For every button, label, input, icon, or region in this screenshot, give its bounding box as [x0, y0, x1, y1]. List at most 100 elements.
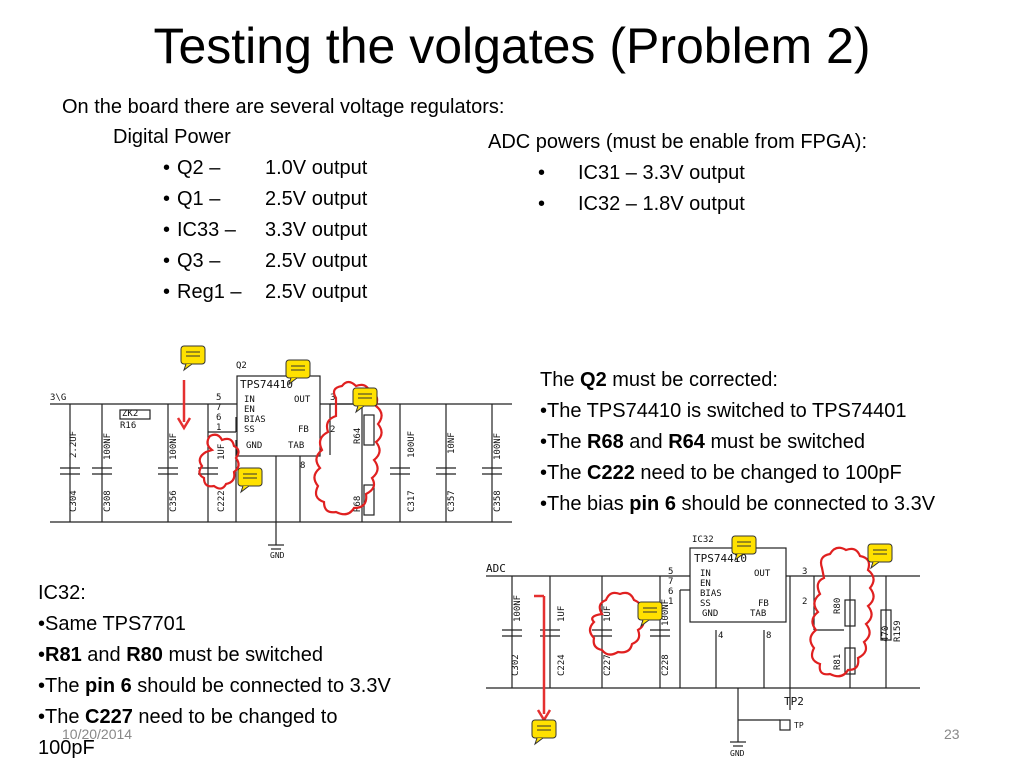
svg-text:7: 7	[216, 403, 221, 413]
svg-text:R16: R16	[120, 421, 136, 431]
svg-text:2: 2	[802, 597, 807, 607]
comment-note-icon[interactable]	[285, 359, 311, 386]
svg-text:TAB: TAB	[750, 609, 766, 619]
list-item: •IC33 –3.3V output	[163, 215, 367, 246]
svg-text:C308: C308	[103, 490, 113, 512]
svg-text:5: 5	[668, 567, 673, 577]
regulator-name: Q2 –	[177, 157, 221, 179]
svg-text:100NF: 100NF	[513, 595, 523, 622]
adc-heading: ADC powers (must be enable from FPGA):	[488, 131, 868, 153]
chip-ref: IC32	[692, 535, 714, 545]
q2-note-line: •The bias pin 6 should be connected to 3…	[540, 493, 936, 515]
comment-note-icon[interactable]	[237, 467, 263, 494]
svg-text:4: 4	[718, 631, 723, 641]
svg-text:OUT: OUT	[754, 569, 771, 579]
digital-power-heading: Digital Power	[113, 126, 231, 148]
comment-note-icon[interactable]	[731, 535, 757, 562]
comment-note-icon[interactable]	[637, 601, 663, 628]
schematic-net-label: 3\G	[50, 393, 66, 403]
digital-power-list: •Q2 –1.0V output •Q1 –2.5V output •IC33 …	[163, 153, 367, 308]
list-item: •Q1 –2.5V output	[163, 184, 367, 215]
svg-text:8: 8	[300, 461, 305, 471]
svg-text:R68: R68	[353, 496, 363, 512]
svg-text:FB: FB	[298, 425, 309, 435]
svg-text:8: 8	[766, 631, 771, 641]
ic32-note-continuation: 100pF	[38, 737, 95, 759]
svg-text:IN: IN	[700, 569, 711, 579]
revision-cloud	[809, 546, 875, 678]
svg-text:C222: C222	[217, 490, 227, 512]
comment-note-icon[interactable]	[352, 387, 378, 414]
q2-notes-intro: The Q2 must be corrected:	[540, 369, 778, 391]
revision-cloud	[588, 591, 645, 656]
adc-item: IC31 – 3.3V output	[578, 162, 745, 184]
svg-text:R159: R159	[893, 620, 903, 642]
svg-text:3: 3	[330, 393, 335, 403]
list-item: •Reg1 –2.5V output	[163, 277, 367, 308]
regulator-output: 2.5V output	[265, 188, 368, 210]
svg-text:6: 6	[668, 587, 673, 597]
svg-text:BIAS: BIAS	[700, 589, 722, 599]
svg-text:C356: C356	[169, 490, 179, 512]
q2-note-line: •The TPS74410 is switched to TPS74401	[540, 400, 907, 422]
svg-text:C358: C358	[493, 490, 503, 512]
svg-text:10NF: 10NF	[447, 432, 457, 454]
svg-text:SS: SS	[244, 425, 255, 435]
svg-text:ZK2: ZK2	[122, 409, 138, 419]
comment-note-icon[interactable]	[867, 543, 893, 570]
svg-text:2: 2	[330, 425, 335, 435]
ic32-note-line: •The C227 need to be changed to	[38, 706, 338, 728]
regulator-name: Reg1 –	[177, 281, 242, 303]
svg-text:OUT: OUT	[294, 395, 311, 405]
svg-text:470: 470	[881, 626, 891, 642]
slide-title: Testing the volgates (Problem 2)	[153, 18, 871, 74]
adc-item: IC32 – 1.8V output	[578, 193, 745, 215]
regulator-output: 2.5V output	[265, 281, 368, 303]
regulator-output: 2.5V output	[265, 250, 368, 272]
svg-text:100NF: 100NF	[661, 599, 671, 626]
q2-note-line: •The C222 need to be changed to 100pF	[540, 462, 902, 484]
list-item: •Q2 –1.0V output	[163, 153, 367, 184]
list-item: •IC32 – 1.8V output	[538, 193, 745, 215]
comment-note-icon[interactable]	[180, 345, 206, 372]
svg-text:1UF: 1UF	[557, 606, 567, 622]
svg-text:C357: C357	[447, 490, 457, 512]
svg-text:6: 6	[216, 413, 221, 423]
list-item: •Q3 –2.5V output	[163, 246, 367, 277]
regulator-name: Q3 –	[177, 250, 221, 272]
adc-list: •IC31 – 3.3V output •IC32 – 1.8V output	[538, 158, 745, 220]
svg-text:C304: C304	[69, 490, 79, 512]
svg-text:7: 7	[668, 577, 673, 587]
ic32-note-line: •Same TPS7701	[38, 613, 186, 635]
svg-text:TAB: TAB	[288, 441, 304, 451]
svg-text:R64: R64	[353, 428, 363, 444]
svg-text:3: 3	[802, 567, 807, 577]
svg-text:1: 1	[668, 597, 673, 607]
comment-note-icon[interactable]	[531, 719, 557, 746]
page-number: 23	[944, 726, 960, 742]
svg-text:IN: IN	[244, 395, 255, 405]
q2-notes: The Q2 must be corrected: •The TPS74410 …	[540, 365, 935, 520]
chip-part: TPS74410	[240, 378, 293, 391]
svg-text:GND: GND	[730, 749, 745, 758]
svg-text:100UF: 100UF	[407, 431, 417, 458]
svg-text:100NF: 100NF	[493, 433, 503, 460]
svg-text:SS: SS	[700, 599, 711, 609]
slide-date: 10/20/2014	[62, 726, 133, 742]
svg-text:C317: C317	[407, 490, 417, 512]
ic32-note-line: •The pin 6 should be connected to 3.3V	[38, 675, 391, 697]
ic32-notes: IC32: •Same TPS7701 •R81 and R80 must be…	[38, 578, 391, 733]
svg-text:C224: C224	[557, 654, 567, 676]
svg-text:1: 1	[216, 423, 221, 433]
list-item: •IC31 – 3.3V output	[538, 162, 745, 184]
chip-part: TPS74410	[694, 552, 747, 565]
svg-text:FB: FB	[758, 599, 769, 609]
ic32-heading: IC32:	[38, 582, 86, 604]
chip-ref: Q2	[236, 361, 247, 371]
svg-text:C227: C227	[603, 654, 613, 676]
regulator-name: IC33 –	[177, 219, 236, 241]
ic32-note-line: •R81 and R80 must be switched	[38, 644, 323, 666]
regulator-name: Q1 –	[177, 188, 221, 210]
